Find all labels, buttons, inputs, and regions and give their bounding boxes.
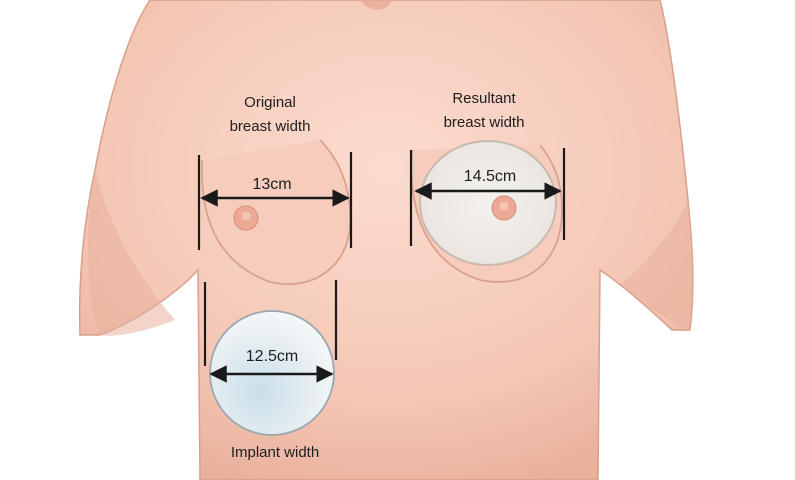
implant-measurement: 12.5cm — [246, 348, 298, 365]
original-label-line2: breast width — [230, 118, 311, 135]
torso — [78, 0, 694, 480]
resultant-label-line1: Resultant — [452, 90, 516, 107]
right-nipple-center — [499, 201, 509, 211]
neck-shade — [360, 0, 392, 10]
resultant-measurement: 14.5cm — [464, 168, 516, 185]
original-label-line1: Original — [244, 94, 296, 111]
implant-label: Implant width — [231, 444, 319, 461]
left-breast — [200, 139, 352, 285]
implant-in-breast — [419, 140, 557, 266]
left-nipple-center — [241, 211, 251, 221]
original-measurement: 13cm — [252, 176, 291, 193]
resultant-label-line2: breast width — [444, 114, 525, 131]
left-arm-shade — [87, 170, 175, 336]
right-arm-shade — [620, 200, 693, 330]
